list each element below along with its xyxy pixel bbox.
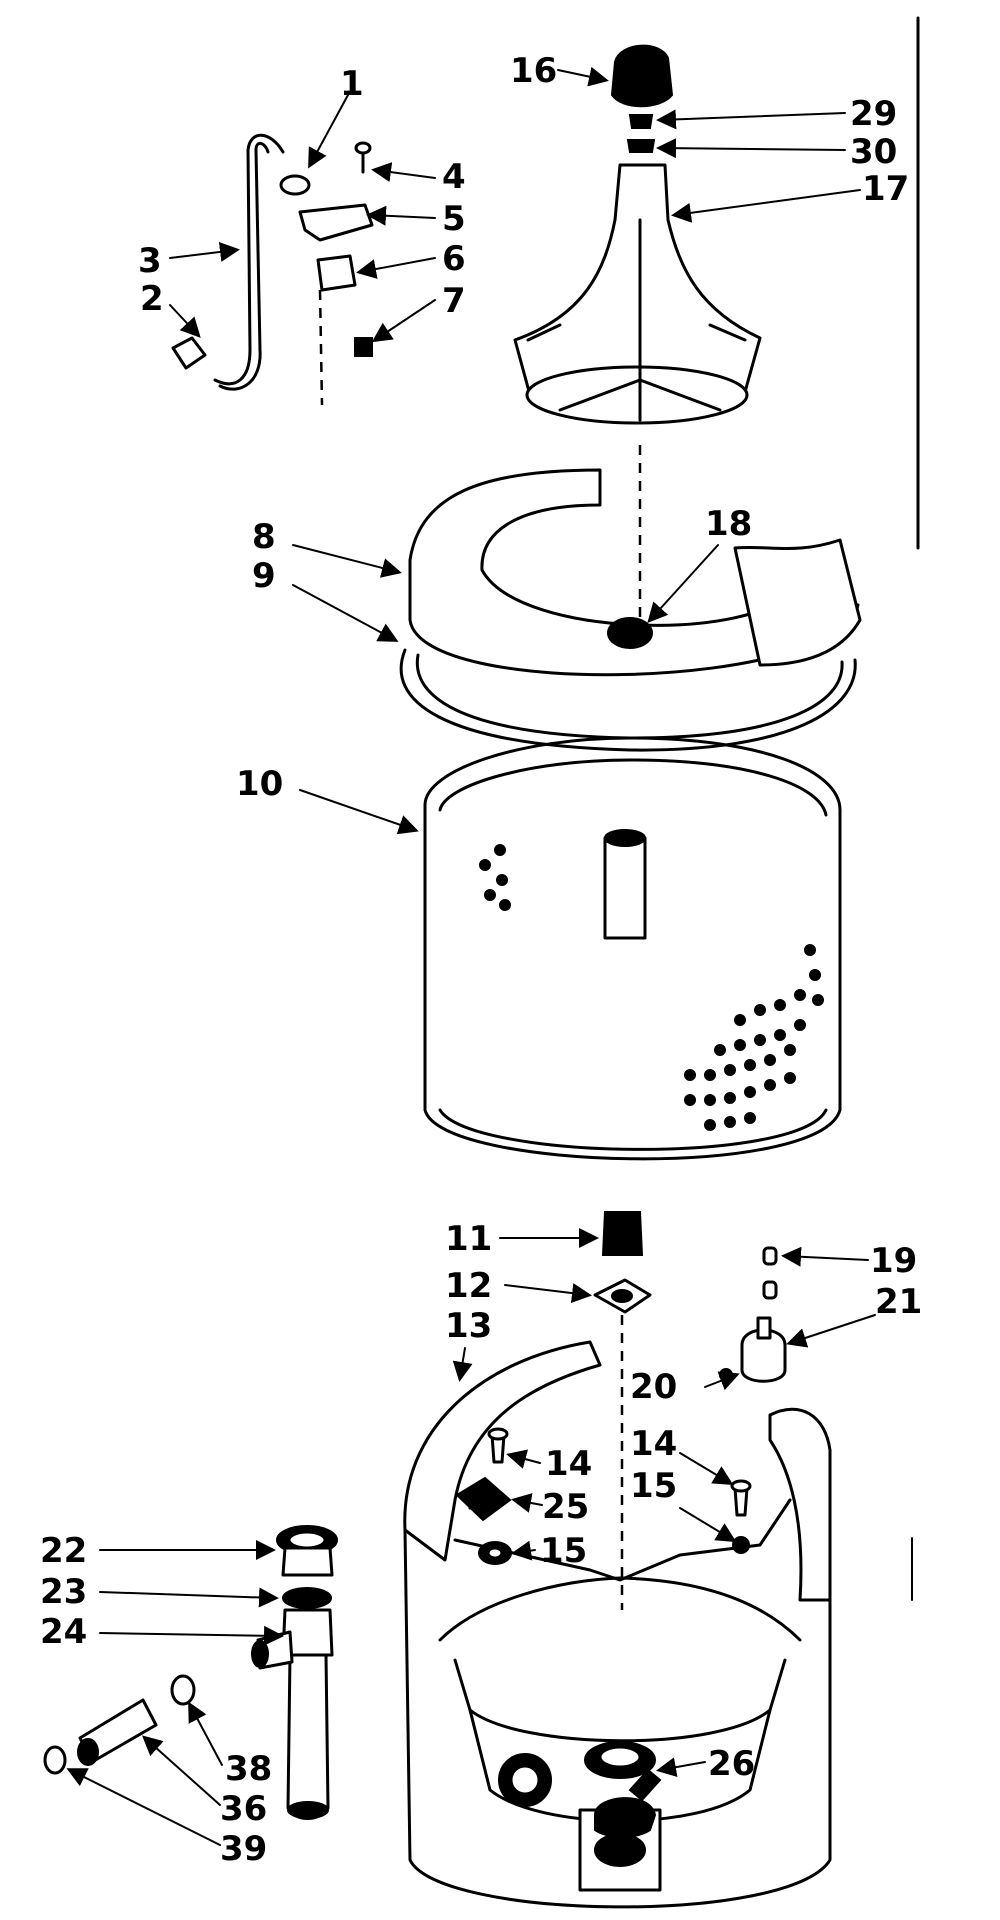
callout-20: 20 bbox=[630, 1367, 677, 1407]
callout-39: 39 bbox=[220, 1829, 267, 1869]
callout-9: 9 bbox=[252, 556, 276, 596]
callout-14-right: 14 bbox=[630, 1424, 677, 1464]
callout-21: 21 bbox=[875, 1282, 922, 1322]
callout-7: 7 bbox=[442, 281, 466, 321]
callout-23: 23 bbox=[40, 1572, 87, 1612]
callout-36: 36 bbox=[220, 1789, 267, 1829]
tub-fasteners bbox=[455, 1427, 752, 1565]
callout-16: 16 bbox=[510, 51, 557, 91]
callout-30: 30 bbox=[850, 132, 897, 172]
leader-lines bbox=[66, 66, 876, 1846]
callout-6: 6 bbox=[442, 239, 466, 279]
callout-3: 3 bbox=[138, 241, 162, 281]
tub-ring-assembly bbox=[399, 468, 862, 752]
fitting-parts bbox=[719, 1246, 787, 1383]
nut-and-seal bbox=[593, 1211, 652, 1610]
callout-19: 19 bbox=[870, 1241, 917, 1281]
callout-1: 1 bbox=[340, 64, 364, 104]
callout-22: 22 bbox=[40, 1531, 87, 1571]
callout-17: 17 bbox=[862, 169, 909, 209]
callout-24: 24 bbox=[40, 1612, 87, 1652]
callout-12: 12 bbox=[445, 1266, 492, 1306]
callout-labels: 1 2 3 4 5 6 7 8 9 10 11 12 13 14 14 15 1… bbox=[40, 51, 922, 1869]
callout-5: 5 bbox=[442, 199, 466, 239]
callout-10: 10 bbox=[236, 764, 283, 804]
callout-26: 26 bbox=[708, 1744, 755, 1784]
callout-15-left: 15 bbox=[540, 1531, 587, 1571]
callout-25: 25 bbox=[542, 1487, 589, 1527]
drain-fitting bbox=[251, 1525, 338, 1820]
callout-13: 13 bbox=[445, 1306, 492, 1346]
wash-basket bbox=[423, 736, 842, 1161]
hose-assembly bbox=[171, 133, 374, 406]
callout-11: 11 bbox=[445, 1219, 492, 1259]
callout-4: 4 bbox=[442, 157, 466, 197]
callout-29: 29 bbox=[850, 94, 897, 134]
callout-8: 8 bbox=[252, 517, 276, 557]
callout-2: 2 bbox=[140, 279, 164, 319]
agitator-assembly bbox=[513, 44, 762, 620]
outer-tub bbox=[403, 1340, 832, 1909]
callout-18: 18 bbox=[705, 504, 752, 544]
callout-14-left: 14 bbox=[545, 1444, 592, 1484]
filter-parts bbox=[43, 1674, 196, 1775]
callout-38: 38 bbox=[225, 1749, 272, 1789]
callout-15-right: 15 bbox=[630, 1466, 677, 1506]
